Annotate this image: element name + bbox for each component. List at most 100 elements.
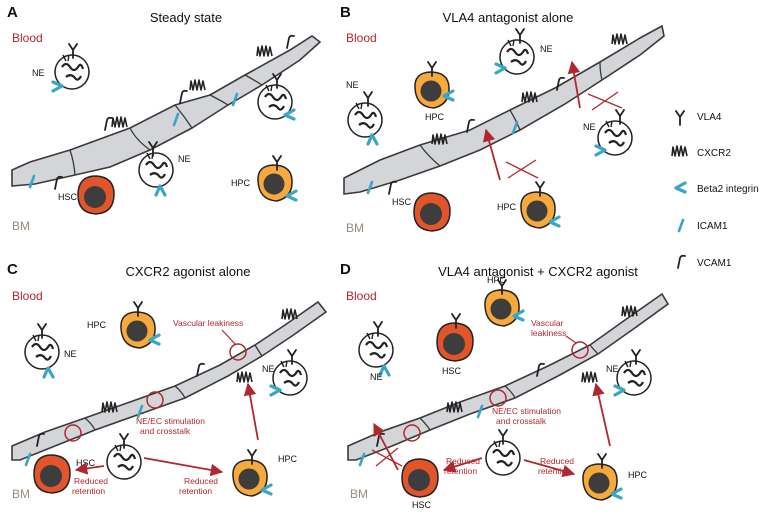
annotation-line [221, 329, 237, 346]
cell-label-hpc: HPC [425, 112, 445, 122]
junction-circle [571, 341, 589, 359]
cell-label-hpc: HPC [497, 202, 517, 212]
neutrophil-cell [346, 101, 384, 139]
neutrophil-cell [357, 331, 395, 369]
reduced-retention-label: Reduced [74, 476, 108, 486]
reduced-retention-arrow [143, 457, 224, 477]
mobilization-arrow [592, 382, 611, 447]
neutrophil-cell [23, 333, 61, 371]
bm-label-a: BM [12, 219, 30, 233]
cell-label-ne: NE [370, 372, 383, 382]
reduced-retention-arrow [442, 457, 483, 473]
junction-circle [403, 424, 421, 442]
mobilization-arrow [243, 382, 259, 441]
cell-label-hpc: HPC [278, 454, 298, 464]
icam1-icon [677, 218, 685, 233]
blood-label-a: Blood [12, 31, 43, 45]
junction-circle [489, 389, 507, 407]
legend-label: VLA4 [697, 112, 722, 123]
block-cross-icon [587, 91, 623, 111]
vascular-leakiness-label: Vascular leakiness [173, 318, 243, 328]
cxcr2-icon [111, 116, 128, 128]
junction-circle [146, 391, 164, 409]
reduced-retention-label: Reduced [446, 456, 480, 466]
cell-label-hsc: HSC [442, 366, 462, 376]
vla4-icon [675, 110, 685, 126]
vcam1-icon [104, 116, 113, 131]
reduced-retention-arrow [523, 459, 576, 478]
vascular-leakiness-label: Vascular [531, 318, 564, 328]
panel-title-b: VLA4 antagonist alone [443, 10, 574, 25]
blood-label-b: Blood [346, 31, 377, 45]
blood-label-c: Blood [12, 289, 43, 303]
cxcr2-icon [581, 371, 598, 383]
cell-label-ne: NE [540, 44, 553, 54]
reduced-retention-arrow [74, 462, 105, 475]
cell-label-ne: NE [32, 68, 45, 78]
junction-circle [64, 424, 82, 442]
panel-label-d: D [340, 261, 351, 278]
cell-label-ne: NE [583, 122, 596, 132]
blocked-migration-arrow [482, 128, 501, 181]
panel-c: C CXCR2 agonist alone Blood BM HPC Vascu… [7, 261, 328, 501]
blood-vessel-d [347, 292, 670, 461]
cell-label-hsc: HSC [76, 458, 96, 468]
annotation-line [565, 335, 577, 344]
legend: VLA4 CXCR2 Beta2 integrin ICAM1 VCAM1 [671, 110, 759, 269]
panel-b: B VLA4 antagonist alone Blood BM NE HPC … [340, 4, 665, 235]
cell-label-ne: NE [606, 364, 619, 374]
vcam1-icon [286, 34, 295, 49]
blood-vessel-b [343, 24, 665, 195]
blocked-migration-arrow [567, 60, 581, 109]
hsc-cell [77, 175, 115, 215]
cell-label-hpc: HPC [487, 275, 507, 285]
cell-label-ne: NE [346, 80, 359, 90]
blood-vessel-c [11, 300, 328, 461]
reduced-retention-label: Reduced [540, 456, 574, 466]
vcam1-icon [677, 254, 686, 269]
cell-label-ne: NE [262, 364, 275, 374]
cell-label-ne: NE [178, 154, 191, 164]
ne-ec-label: NE/EC stimulation [492, 406, 561, 416]
reduced-retention-label: retention [444, 466, 477, 476]
panel-a: A Steady state Blood BM NE NE HPC HSC [7, 4, 322, 233]
reduced-retention-label: retention [72, 486, 105, 496]
panel-title-c: CXCR2 agonist alone [125, 264, 250, 279]
reduced-retention-label: retention [538, 466, 571, 476]
panel-label-c: C [7, 261, 18, 278]
cell-label-ne: NE [64, 349, 77, 359]
bm-label-c: BM [12, 487, 30, 501]
legend-label: CXCR2 [697, 148, 731, 159]
panel-title-a: Steady state [150, 10, 222, 25]
hsc-cell [401, 458, 439, 498]
junction-circle [229, 343, 247, 361]
reduced-retention-label: retention [179, 486, 212, 496]
cxcr2-icon [611, 33, 628, 45]
hsc-cell [33, 454, 71, 494]
bm-label-d: BM [350, 487, 368, 501]
neutrophil-cell [105, 443, 143, 481]
cxcr2-icon [189, 79, 206, 91]
cell-label-hsc: HSC [58, 192, 78, 202]
cxcr2-icon [671, 145, 688, 157]
ne-ec-label: and crosstalk [496, 416, 547, 426]
blood-vessel-a [11, 35, 322, 187]
reduced-retention-label: Reduced [184, 476, 218, 486]
hpc-cell [120, 311, 156, 349]
ne-ec-label: NE/EC stimulation [136, 416, 205, 426]
neutrophil-cell [137, 151, 175, 189]
cell-label-hsc: HSC [392, 197, 412, 207]
beta2-integrin-icon [674, 181, 687, 194]
cell-label-hpc: HPC [628, 470, 648, 480]
legend-label: ICAM1 [697, 221, 728, 232]
vascular-leakiness-label: leakiness [531, 328, 566, 338]
blood-label-d: Blood [346, 289, 377, 303]
block-cross-icon [505, 159, 539, 179]
cxcr2-icon [256, 45, 273, 57]
cell-label-hsc: HSC [412, 500, 432, 510]
hsc-cell [436, 322, 474, 362]
legend-label: VCAM1 [697, 258, 732, 269]
panel-label-b: B [340, 4, 351, 21]
bm-label-b: BM [346, 221, 364, 235]
